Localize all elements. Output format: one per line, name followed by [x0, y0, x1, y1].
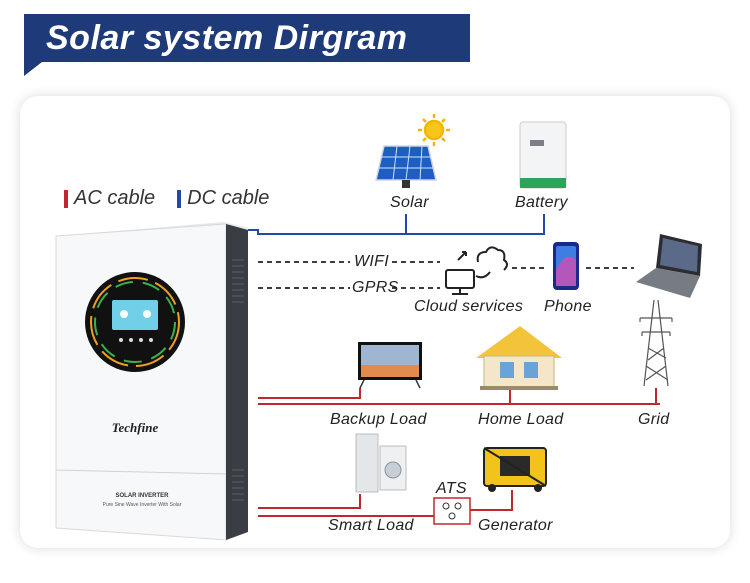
- inverter-model: SOLAR INVERTER: [115, 493, 169, 499]
- tv-icon: [358, 342, 422, 389]
- house-icon: [476, 326, 562, 390]
- inverter-subtitle: Pure Sine Wave Inverter With Solar: [103, 502, 182, 508]
- dc-cable-label: DC cable: [187, 187, 270, 209]
- comm-wiring: [258, 261, 634, 289]
- battery-label: Battery: [515, 194, 568, 211]
- wifi-label: WIFI: [354, 253, 389, 270]
- ac-cable-label: AC cable: [74, 187, 156, 209]
- cloud-services-icon: [445, 246, 508, 295]
- cable-legend: AC cable DC cable: [64, 187, 269, 210]
- home-load-label: Home Load: [478, 411, 564, 428]
- inverter-lcd: [112, 300, 158, 330]
- banner-tail: [24, 62, 42, 76]
- ac-smart: [258, 494, 361, 509]
- solar-panel-icon: [375, 145, 437, 188]
- dc-line-battery: [406, 214, 545, 235]
- grid-tower-icon: [639, 299, 673, 387]
- smart-load-label: Smart Load: [328, 517, 414, 534]
- ats-label: ATS: [436, 480, 467, 497]
- dc-cable-swatch: [177, 189, 182, 208]
- laptop-icon: [636, 234, 702, 298]
- grid-label: Grid: [638, 411, 670, 428]
- cloud-services-label: Cloud services: [414, 298, 524, 315]
- title-banner: Solar system Dirgram: [24, 14, 470, 62]
- solar-label: Solar: [390, 194, 429, 211]
- ac-cable-swatch: [64, 189, 68, 208]
- inverter-unit: [55, 222, 248, 541]
- ac-wiring: [258, 388, 660, 517]
- backup-load-label: Backup Load: [330, 411, 427, 428]
- ac-backup: [258, 388, 361, 399]
- gprs-label: GPRS: [352, 279, 399, 296]
- generator-label: Generator: [478, 517, 553, 534]
- phone-label: Phone: [544, 298, 592, 315]
- washing-machine-icon: [355, 433, 407, 493]
- generator-icon: [483, 447, 547, 492]
- sun-icon: [418, 114, 450, 146]
- ats-switch-icon: [433, 497, 471, 525]
- ac-generator: [470, 490, 513, 511]
- inverter-brand: Techfine: [112, 420, 159, 435]
- dc-line-solar: [244, 214, 407, 235]
- page-title: Solar system Dirgram: [46, 18, 408, 57]
- dc-wiring: [244, 214, 545, 235]
- battery-icon: [519, 121, 567, 189]
- phone-icon: [553, 242, 579, 290]
